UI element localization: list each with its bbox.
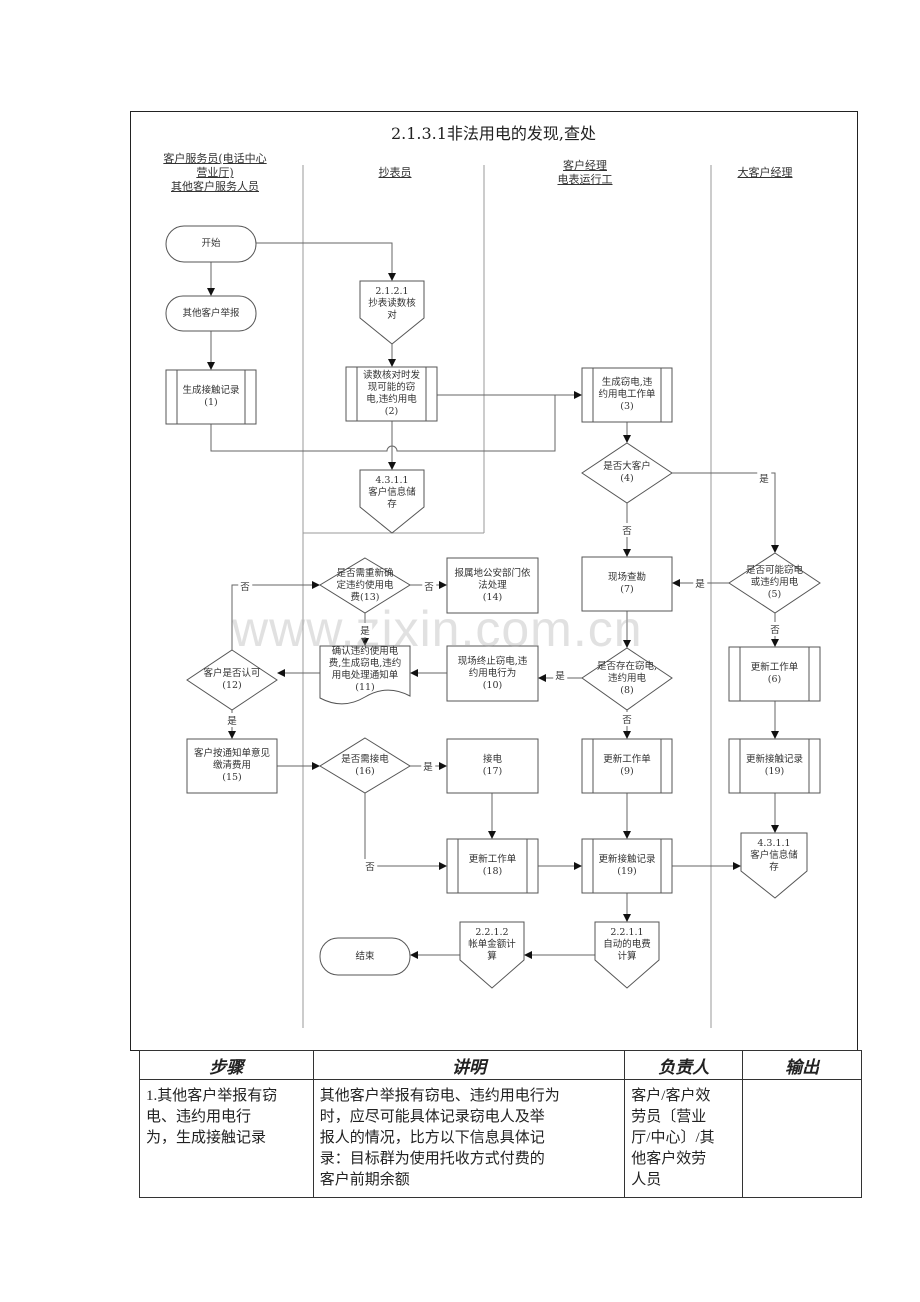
- header-description: 讲明: [312, 1050, 626, 1080]
- edge-label-no: 否: [620, 523, 634, 537]
- decision-12: [186, 649, 278, 711]
- decision-13: [319, 557, 411, 614]
- cell-owner: 客户/客户效 劳员〔营业 厅/中心〕/其 他客户效劳 人员: [624, 1079, 744, 1198]
- edge-label-yes: 是: [757, 471, 771, 485]
- node-4: 是否大客户 (4): [603, 461, 651, 484]
- process-7: [581, 556, 673, 612]
- process-1: [165, 369, 257, 425]
- node-10: 现场终止窃电,违 约用电行为 (10): [457, 655, 528, 691]
- table-row: 1.其他客户举报有窃 电、违约用电行 为，生成接触记录 其他客户举报有窃电、违约…: [139, 1079, 862, 1198]
- edge-label-yes: 是: [225, 713, 239, 727]
- process-10: [446, 645, 539, 702]
- connector: [231, 581, 320, 650]
- node-18: 更新工作单 (18): [468, 854, 517, 877]
- terminator-start: [165, 225, 257, 263]
- document-11: [319, 645, 411, 705]
- edge-label-yes: 是: [693, 576, 707, 590]
- lane-header-meter-reader: 抄表员: [378, 166, 412, 179]
- node-end: 结束: [355, 950, 375, 962]
- process-14: [446, 557, 539, 614]
- edge-label-yes: 是: [358, 623, 372, 637]
- edge-label-no: 否: [422, 579, 436, 593]
- edge-label-no: 否: [768, 622, 782, 636]
- edge-label-yes: 是: [553, 668, 567, 682]
- node-2211: 2.2.1.1 自动的电费 计算: [603, 927, 651, 962]
- offpage-2211: [594, 921, 660, 989]
- offpage-2121: [359, 280, 425, 345]
- process-6: [728, 646, 821, 702]
- node-1: 生成接触记录 (1): [182, 385, 240, 408]
- diagram-title: 2.1.3.1非法用电的发现,查处: [390, 124, 597, 143]
- process-19: [581, 838, 673, 894]
- node-2212: 2.2.1.2 帐单金额计 算: [468, 927, 516, 962]
- process-9: [581, 738, 673, 794]
- process-15: [186, 738, 278, 794]
- decision-16: [319, 737, 411, 794]
- process-2: [345, 366, 438, 422]
- cell-output: [742, 1079, 862, 1198]
- node-2121: 2.1.2.1 抄表读数核 对: [368, 286, 416, 321]
- edge-label-yes: 是: [421, 759, 435, 773]
- process-19-right: [728, 738, 821, 794]
- node-3: 生成窃电,违 约用电工作单 (3): [598, 377, 656, 412]
- node-9: 更新工作单 (9): [603, 754, 651, 777]
- cell-step: 1.其他客户举报有窃 电、违约用电行 为，生成接触记录: [139, 1079, 314, 1198]
- lane-header-account-manager: 客户经理 电表运行工: [557, 159, 613, 186]
- node-4311-a: 4.3.1.1 客户信息储 存: [368, 475, 416, 510]
- header-step: 步骤: [139, 1050, 314, 1080]
- node-6: 更新工作单 (6): [750, 662, 799, 685]
- offpage-4311-a: [359, 469, 425, 534]
- process-18: [446, 838, 539, 894]
- header-output: 输出: [742, 1050, 862, 1080]
- offpage-2212: [459, 921, 525, 989]
- node-5: 是否可能窃电 或违约用电 (5): [745, 565, 803, 600]
- watermark: www.zixin.com.cn: [232, 601, 643, 657]
- decision-8: [581, 647, 673, 711]
- node-15: 客户按通知单意见 缴清费用 (15): [193, 748, 270, 783]
- node-11: 确认违约使用电 费,生成窃电,违约 用电处理通知单 (11): [328, 646, 402, 693]
- table-header-row: 步骤 讲明 负责人 输出: [139, 1050, 862, 1080]
- node-4311-b: 4.3.1.1 客户信息储 存: [750, 838, 798, 873]
- process-3: [581, 367, 673, 423]
- connector: [364, 793, 447, 870]
- lane-header-key-account-manager: 大客户经理: [737, 166, 793, 179]
- cell-description: 其他客户举报有窃电、违约用电行为 时，应尽可能具体记录窃电人及举 报人的情况，比…: [312, 1079, 626, 1198]
- process-17: [446, 738, 539, 794]
- edge-label-no: 否: [363, 859, 377, 873]
- offpage-4311-b: [740, 832, 808, 899]
- node-2: 读数核对时发 现可能的窃 电,违约用电 (2): [362, 370, 420, 417]
- node-start: 开始: [201, 238, 221, 249]
- terminator-report: [165, 295, 257, 332]
- connector: [672, 472, 779, 553]
- decision-4: [581, 442, 673, 504]
- steps-table: 步骤 讲明 负责人 输出 1.其他客户举报有窃 电、违约用电行 为，生成接触记录…: [139, 1050, 862, 1198]
- node-14: 报属地公安部门依 法处理 (14): [454, 567, 531, 603]
- lane-header-customer-service: 客户服务员(电话中心 营业厅) 其他客户服务人员: [163, 152, 267, 193]
- node-17: 接电 (17): [482, 754, 503, 777]
- terminator-end: [319, 937, 411, 976]
- node-13: 是否需重新确 定违约使用电 费(13): [336, 567, 394, 603]
- node-12: 客户是否认可 (12): [203, 668, 261, 691]
- node-report: 其他客户举报: [182, 307, 240, 319]
- decision-5: [728, 552, 821, 614]
- edge-label-no: 否: [620, 712, 634, 726]
- edge-label-no: 否: [238, 579, 252, 593]
- lane-dividers: [302, 165, 712, 1028]
- node-19: 更新接触记录 (19): [598, 854, 656, 877]
- node-19-right: 更新接触记录 (19): [745, 754, 803, 777]
- header-owner: 负责人: [624, 1050, 744, 1080]
- node-7: 现场查勘 (7): [607, 572, 646, 595]
- node-8: 是否存在窃电, 违约用电 (8): [596, 661, 658, 696]
- connector: [256, 242, 396, 281]
- node-16: 是否需接电 (16): [341, 753, 389, 777]
